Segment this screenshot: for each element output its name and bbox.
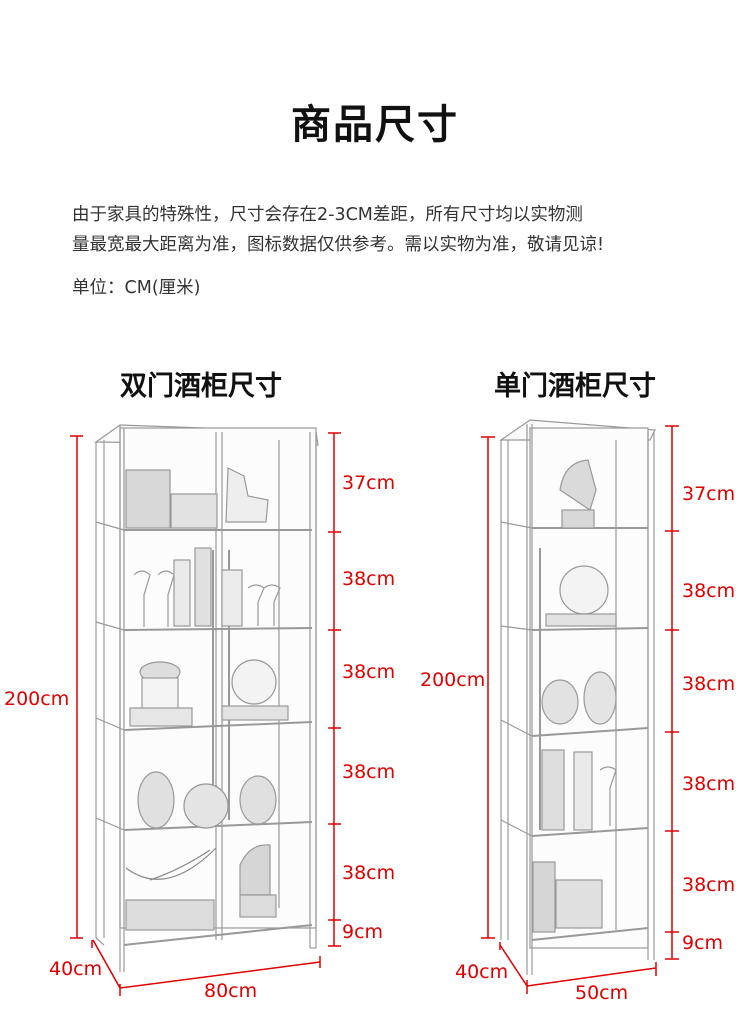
single-door-cabinet-illustration: [499, 419, 656, 975]
single-door-depth-label: 40cm: [455, 961, 509, 983]
double-door-base-label: 9cm: [342, 921, 384, 943]
notice-line-2: 量最宽最大距离为准，图标数据仅供参考。需以实物为准，敬请见谅!: [72, 235, 605, 255]
notice-text: 由于家具的特殊性，尺寸会存在2-3CM差距，所有尺寸均以实物测 量最宽最大距离为…: [72, 200, 712, 260]
single-door-title: 单门酒柜尺寸: [494, 371, 656, 402]
single-door-shelf-4-label: 38cm: [682, 773, 736, 795]
double-door-shelf-3-label: 38cm: [342, 661, 396, 683]
single-door-width-label: 50cm: [575, 982, 629, 1004]
page-title: 商品尺寸: [291, 102, 459, 148]
double-door-title: 双门酒柜尺寸: [120, 371, 282, 402]
double-door-height-label: 200cm: [4, 688, 70, 710]
single-door-shelf-2-label: 38cm: [682, 580, 736, 602]
notice-line-1: 由于家具的特殊性，尺寸会存在2-3CM差距，所有尺寸均以实物测: [72, 205, 583, 225]
single-door-base-label: 9cm: [682, 932, 724, 954]
double-door-shelf-1-label: 37cm: [342, 472, 396, 494]
single-door-dimensions: [481, 425, 679, 994]
single-door-shelf-1-label: 37cm: [682, 483, 736, 505]
unit-label: 单位：CM(厘米): [72, 278, 201, 298]
single-door-height-label: 200cm: [420, 669, 486, 691]
double-door-shelf-4-label: 38cm: [342, 761, 396, 783]
double-door-width-label: 80cm: [204, 980, 258, 1002]
double-door-cabinet-illustration: [94, 424, 319, 972]
double-door-dimensions: [70, 432, 341, 996]
double-door-depth-label: 40cm: [49, 958, 103, 980]
single-door-shelf-3-label: 38cm: [682, 673, 736, 695]
double-door-shelf-5-label: 38cm: [342, 862, 396, 884]
single-door-shelf-5-label: 38cm: [682, 874, 736, 896]
double-door-shelf-2-label: 38cm: [342, 568, 396, 590]
